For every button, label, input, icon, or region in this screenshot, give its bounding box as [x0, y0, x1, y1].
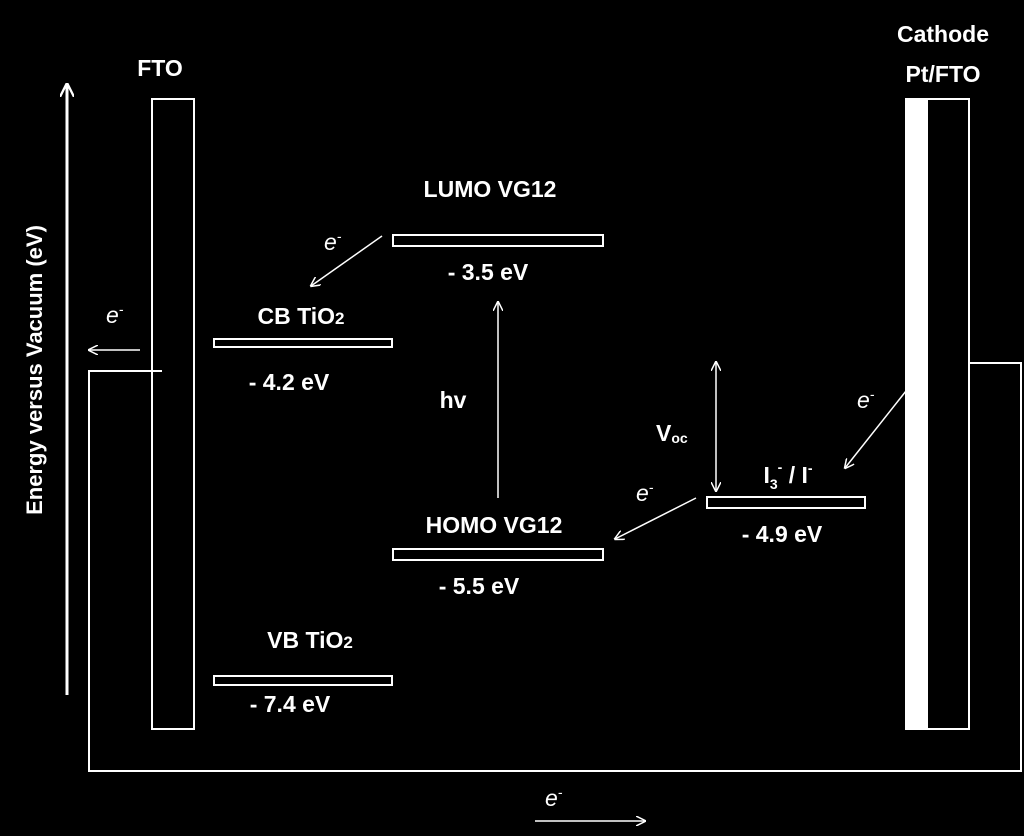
cb-tio2-name: CB TiO2: [258, 303, 345, 329]
homo-name: HOMO VG12: [426, 512, 563, 538]
homo-value: - 5.5 eV: [439, 573, 520, 599]
fto-electrode: [151, 98, 195, 730]
external-electron-label: e-: [545, 784, 563, 811]
cathode-electrode: [905, 98, 970, 730]
cathode-label-line1: Cathode: [897, 21, 989, 47]
lumo-name: LUMO VG12: [424, 176, 557, 202]
energy-axis-label: Energy versus Vacuum (eV): [22, 225, 47, 515]
cathode-label-line2: Pt/FTO: [906, 61, 981, 87]
cb-tio2-value: - 4.2 eV: [249, 369, 330, 395]
cb-tio2-level-bar: [213, 338, 393, 348]
external-circuit-wire: [88, 362, 1022, 772]
voc-label: Voc: [656, 420, 688, 446]
cathode-reduction-arrow: [845, 390, 907, 468]
regeneration-arrow: [615, 497, 697, 539]
lumo-level-bar: [392, 234, 604, 247]
fto-label: FTO: [137, 55, 183, 81]
redox-level-bar: [706, 496, 866, 509]
regeneration-electron-label: e-: [636, 479, 654, 506]
vb-tio2-level-bar: [213, 675, 393, 686]
homo-level-bar: [392, 548, 604, 561]
cathode-pt-layer: [906, 99, 928, 729]
redox-value: - 4.9 eV: [742, 521, 823, 547]
vb-tio2-value: - 7.4 eV: [250, 691, 331, 717]
redox-name: I3- / I-: [763, 459, 812, 492]
vb-tio2-name: VB TiO2: [267, 627, 353, 653]
injection-arrow: [311, 235, 383, 286]
fto-electron-label: e-: [106, 301, 124, 328]
lumo-value: - 3.5 eV: [448, 259, 529, 285]
cathode-electron-label: e-: [857, 386, 875, 413]
hv-label: hv: [440, 387, 467, 413]
injection-electron-label: e-: [324, 228, 342, 255]
